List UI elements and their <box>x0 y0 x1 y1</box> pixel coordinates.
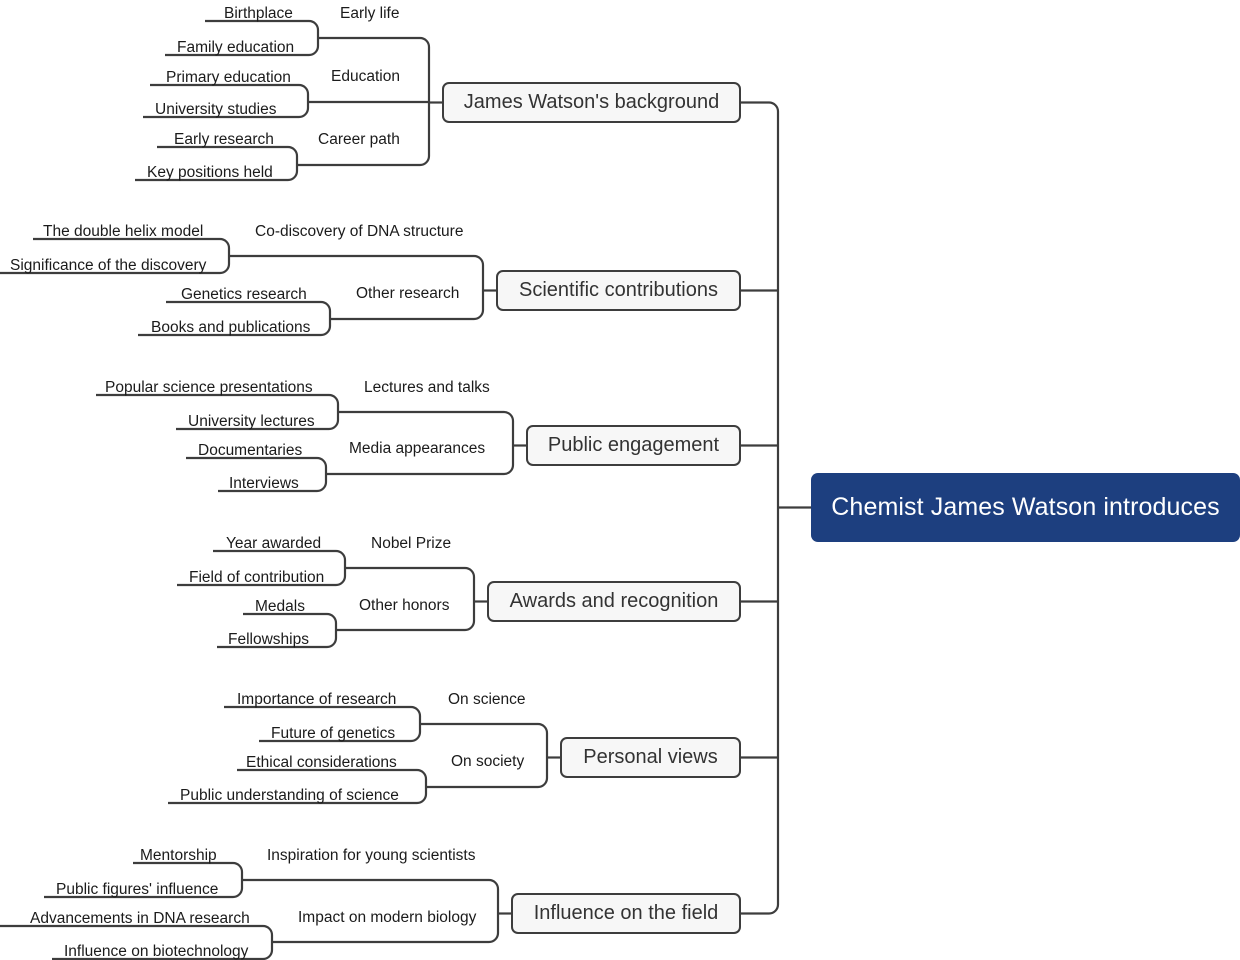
leaf-label[interactable]: Key positions held <box>147 164 273 181</box>
leaf-label[interactable]: Significance of the discovery <box>10 257 207 274</box>
subtopic-rule <box>272 932 500 944</box>
leaf-label[interactable]: Books and publications <box>151 319 311 336</box>
subtopic-rule <box>242 878 500 890</box>
leaf-label[interactable]: Interviews <box>229 475 299 492</box>
leaf-label[interactable]: Genetics research <box>181 286 307 303</box>
subtopic-label[interactable]: On science <box>448 691 526 708</box>
leaf-label[interactable]: University studies <box>155 101 277 118</box>
root-node[interactable]: Chemist James Watson introduces <box>811 473 1240 542</box>
subtopic-label[interactable]: Career path <box>318 131 400 148</box>
leaf-label[interactable]: Medals <box>255 598 305 615</box>
subtopic-rule <box>338 410 515 422</box>
leaf-label[interactable]: Fellowships <box>228 631 309 648</box>
subtopic-rule <box>426 777 549 789</box>
leaf-label[interactable]: Public understanding of science <box>180 787 399 804</box>
subtopic-rule <box>326 464 515 476</box>
leaf-label[interactable]: Field of contribution <box>189 569 325 586</box>
leaf-label[interactable]: Ethical considerations <box>246 754 397 771</box>
subtopic-rule <box>345 566 476 578</box>
subtopic-label[interactable]: Other research <box>356 285 460 302</box>
leaf-label[interactable]: Public figures' influence <box>56 881 219 898</box>
subtopic-rule <box>336 620 476 632</box>
leaf-label[interactable]: Advancements in DNA research <box>30 910 250 927</box>
subtopic-label[interactable]: Media appearances <box>349 440 486 457</box>
subtopic-rule <box>297 155 431 167</box>
leaf-label[interactable]: Early research <box>174 131 274 148</box>
leaf-label[interactable]: Popular science presentations <box>105 379 313 396</box>
subtopic-rule <box>318 36 431 48</box>
subtopic-rule <box>420 722 549 734</box>
branch-node[interactable]: James Watson's background <box>442 82 741 123</box>
subtopic-rule <box>229 254 485 266</box>
branch-node[interactable]: Influence on the field <box>511 893 741 934</box>
subtopic-label[interactable]: Other honors <box>359 597 450 614</box>
branch-connector <box>741 101 780 112</box>
subtopic-label[interactable]: Early life <box>340 5 400 22</box>
branch-node[interactable]: Awards and recognition <box>487 581 741 622</box>
subtopic-label[interactable]: Lectures and talks <box>364 379 490 396</box>
subtopic-label[interactable]: On society <box>451 753 525 770</box>
branch-connector <box>741 904 780 915</box>
leaf-label[interactable]: Primary education <box>166 69 291 86</box>
branch-node-label: Awards and recognition <box>509 590 719 612</box>
branch-node-label: Influence on the field <box>533 902 719 924</box>
leaf-label[interactable]: Importance of research <box>237 691 397 708</box>
branch-node-label: Public engagement <box>547 434 720 456</box>
leaf-label[interactable]: Documentaries <box>198 442 303 459</box>
leaf-label[interactable]: University lectures <box>188 413 315 430</box>
branch-node[interactable]: Public engagement <box>526 425 741 466</box>
branch-node[interactable]: Personal views <box>560 737 741 778</box>
subtopic-label[interactable]: Inspiration for young scientists <box>267 847 476 864</box>
leaf-label[interactable]: Family education <box>177 39 295 56</box>
leaf-label[interactable]: The double helix model <box>43 223 204 240</box>
leaf-label[interactable]: Future of genetics <box>271 725 396 742</box>
leaf-label[interactable]: Birthplace <box>224 5 293 22</box>
subtopic-label[interactable]: Impact on modern biology <box>298 909 477 926</box>
leaf-label[interactable]: Year awarded <box>226 535 322 552</box>
subtopic-label[interactable]: Nobel Prize <box>371 535 452 552</box>
branch-node-label: Personal views <box>583 746 718 768</box>
subtopic-label[interactable]: Education <box>331 68 400 85</box>
leaf-label[interactable]: Influence on biotechnology <box>64 943 249 960</box>
subtopic-label[interactable]: Co-discovery of DNA structure <box>255 223 464 240</box>
leaf-label[interactable]: Mentorship <box>140 847 217 864</box>
subtopic-rule <box>330 309 485 321</box>
branch-node-label: James Watson's background <box>463 91 720 113</box>
branch-node[interactable]: Scientific contributions <box>496 270 741 311</box>
branch-node-label: Scientific contributions <box>519 279 718 301</box>
